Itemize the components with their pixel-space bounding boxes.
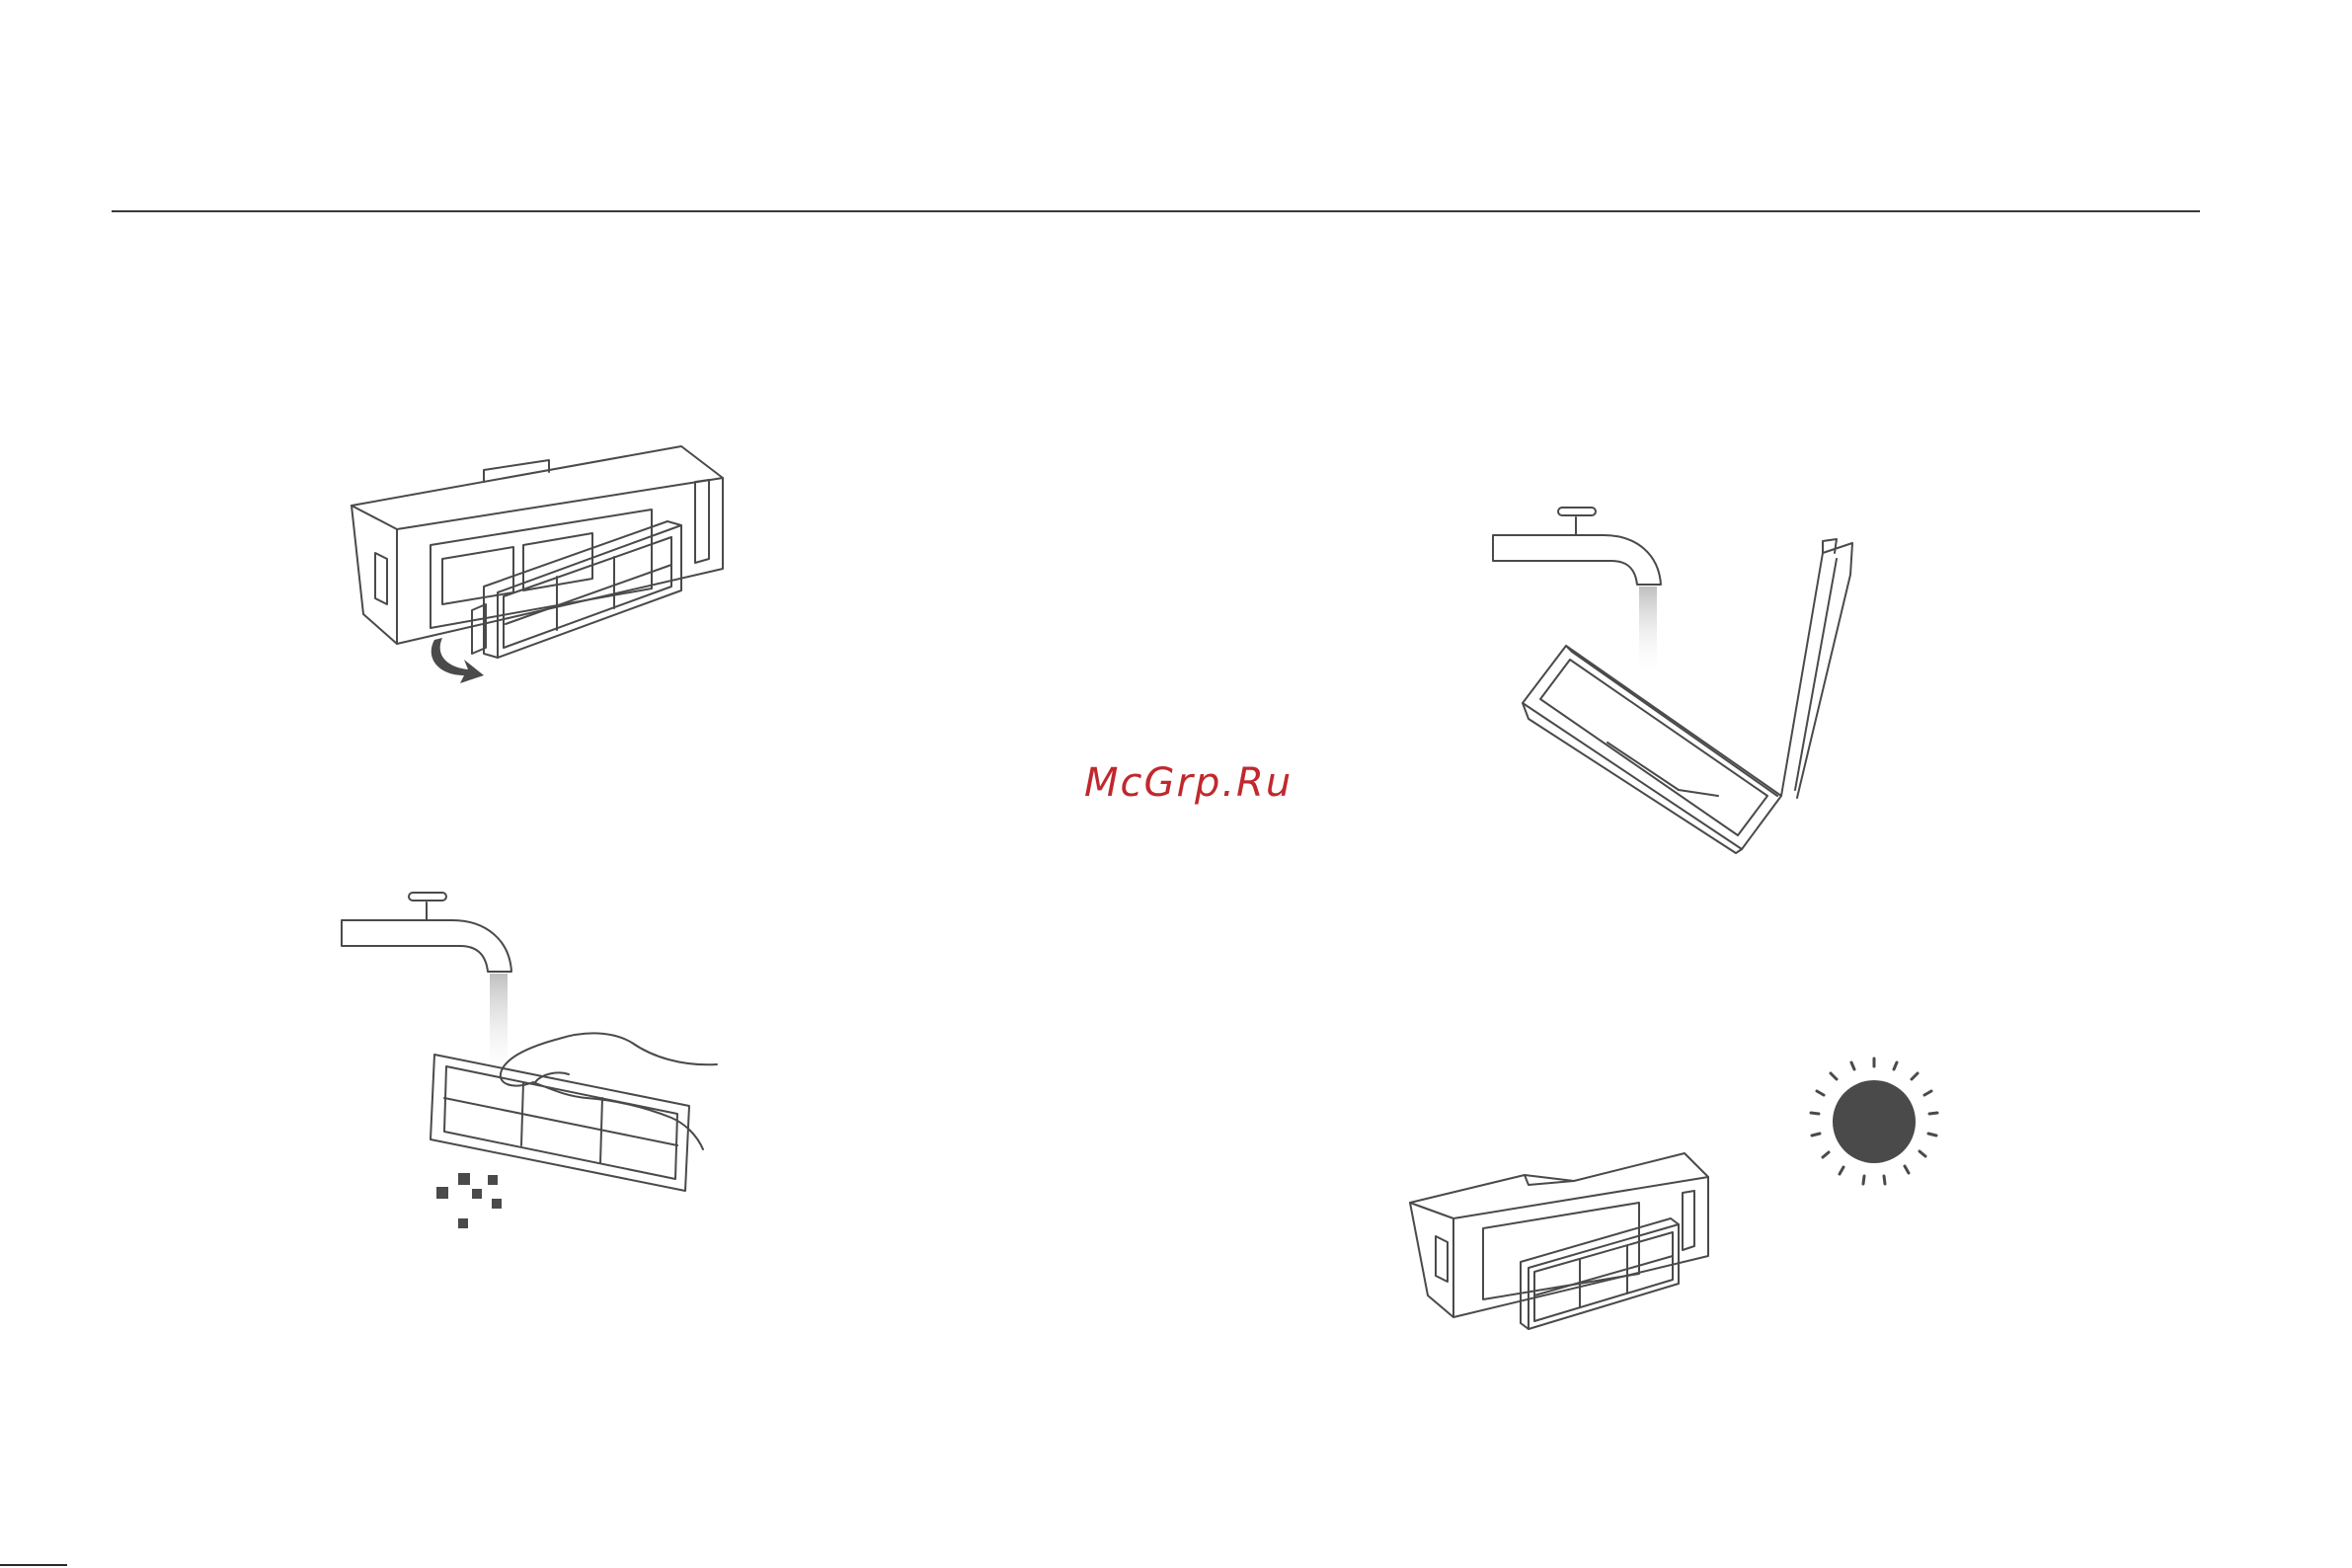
dust-box-rinse-illustration xyxy=(1493,508,1852,853)
rotate-arrow-icon xyxy=(431,638,484,683)
tap-icon xyxy=(1493,508,1661,585)
tap-icon xyxy=(342,893,511,972)
dust-box-icon xyxy=(352,446,723,644)
water-stream xyxy=(1639,587,1657,677)
sun-icon xyxy=(1811,1058,1937,1184)
dry-in-sun-illustration xyxy=(1410,1058,1937,1329)
dirt-particles xyxy=(436,1173,502,1228)
footer-mark xyxy=(0,1564,67,1566)
filter-removal-illustration xyxy=(352,446,723,683)
dust-box-open-icon xyxy=(1523,539,1852,853)
filter-icon xyxy=(1521,1218,1679,1329)
filter-rinse-illustration xyxy=(342,893,717,1228)
filter-icon xyxy=(431,1055,689,1191)
